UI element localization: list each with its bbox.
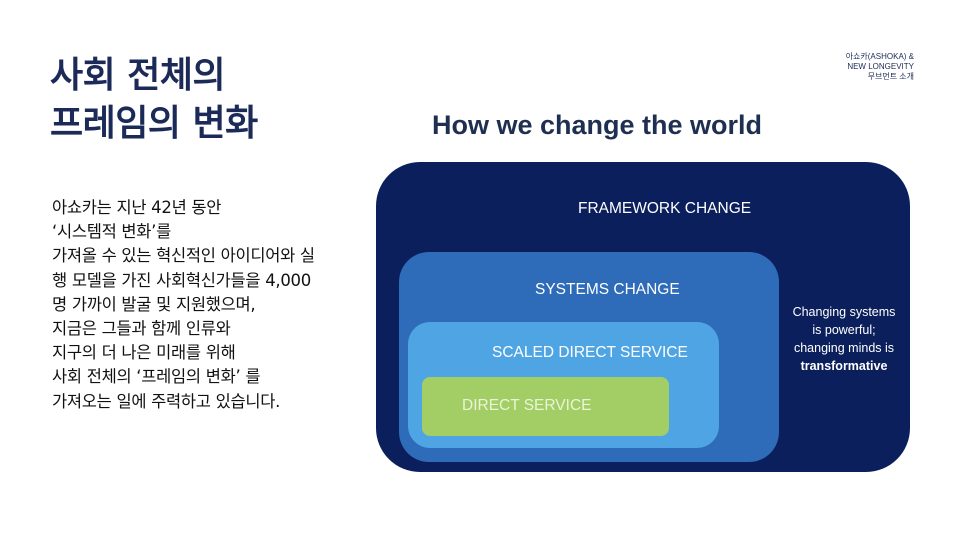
framework-change-label: FRAMEWORK CHANGE	[578, 200, 752, 217]
side-note: Changing systems is powerful; changing m…	[784, 303, 904, 375]
brand-line: 아쇼카(ASHOKA) &	[845, 52, 914, 61]
body-line: 가져올 수 있는 혁신적인 아이디어와 실	[52, 246, 315, 266]
diagram-title: How we change the world	[432, 110, 763, 140]
slide-title-line: 프레임의 변화	[50, 103, 258, 144]
brand-line: 무브먼트 소개	[867, 72, 914, 81]
body-line: 행 모델을 가진 사회혁신가들을 4,000	[52, 270, 311, 290]
brand-line: NEW LONGEVITY	[847, 62, 914, 71]
brand-caption: 아쇼카(ASHOKA) & NEW LONGEVITY 무브먼트 소개	[846, 52, 914, 82]
body-line: 지금은 그들과 함께 인류와	[52, 319, 231, 339]
body-line: 가져오는 일에 주력하고 있습니다.	[52, 391, 281, 411]
body-line: 아쇼카는 지난 42년 동안	[52, 198, 222, 217]
systems-change-label: SYSTEMS CHANGE	[535, 281, 680, 298]
body-line: 지구의 더 나은 미래를 위해	[52, 343, 236, 363]
slide-title: 사회 전체의 프레임의 변화	[50, 52, 258, 148]
side-note-line: is powerful;	[812, 323, 876, 337]
body-line: ‘시스템적 변화’를	[52, 222, 171, 242]
scaled-direct-service-label: SCALED DIRECT SERVICE	[492, 344, 688, 361]
side-note-line: changing minds is	[793, 341, 895, 355]
slide-title-line: 사회 전체의	[50, 55, 226, 96]
side-note-emphasis: transformative	[800, 359, 888, 373]
body-paragraph: 아쇼카는 지난 42년 동안 ‘시스템적 변화’를 가져올 수 있는 혁신적인 …	[52, 196, 372, 414]
direct-service-box	[422, 377, 669, 436]
body-line: 사회 전체의 ‘프레임의 변화’ 를	[52, 367, 261, 387]
direct-service-label: DIRECT SERVICE	[462, 397, 592, 414]
body-line: 명 가까이 발굴 및 지원했으며,	[52, 294, 256, 314]
side-note-line: Changing systems	[792, 305, 896, 319]
